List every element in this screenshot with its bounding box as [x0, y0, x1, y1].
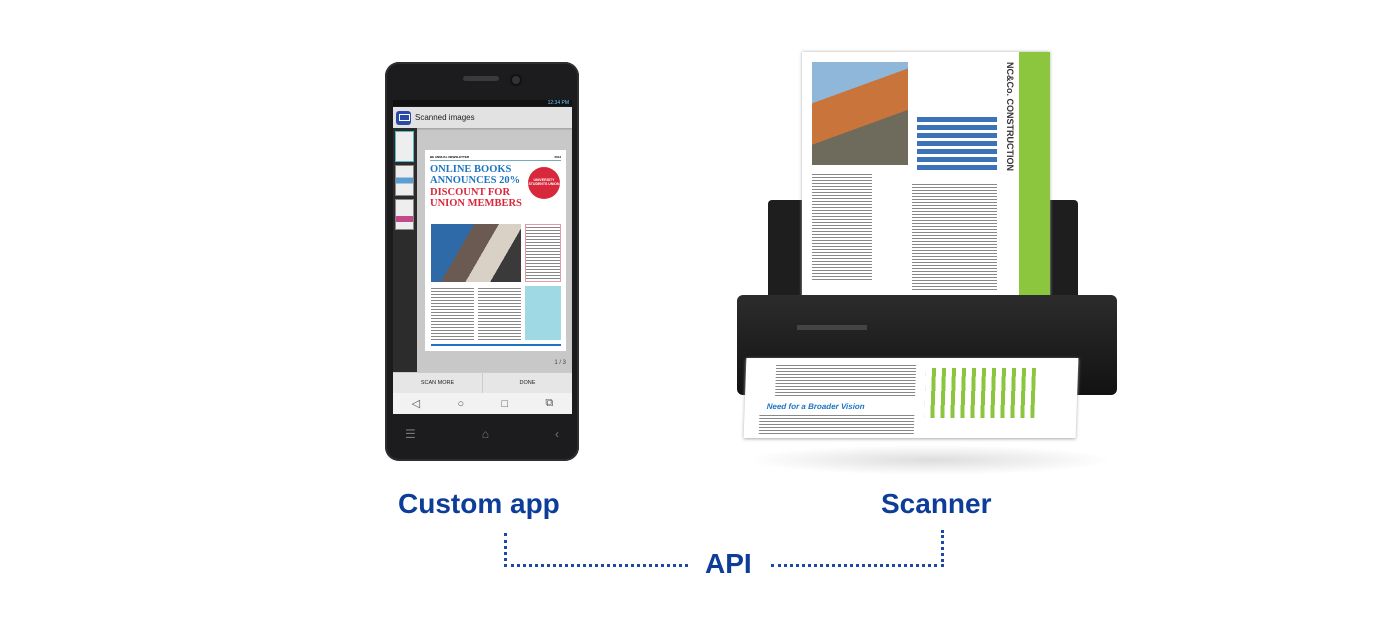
api-label: API: [705, 548, 752, 579]
text-column: [478, 286, 521, 340]
scanner-app-icon[interactable]: [396, 110, 411, 125]
paper-text: [812, 172, 872, 282]
sidebar-box: [525, 224, 561, 282]
custom-app-label: Custom app: [398, 488, 560, 519]
scan-more-button[interactable]: SCAN MORE: [420, 380, 455, 386]
paper-text: [912, 182, 997, 292]
page-indicator: 1 / 3: [554, 360, 566, 366]
headline-blue: ONLINE BOOKS ANNOUNCES 20%: [430, 164, 521, 186]
scanned-document-preview: BE ANNUAL NEWSLETTER 2013 ONLINE BOOKS AN…: [425, 150, 566, 351]
menu-icon[interactable]: ☰: [405, 427, 416, 441]
text-column: [431, 286, 474, 340]
screen-cast-icon[interactable]: ⧉: [545, 397, 554, 409]
action-bar: SCAN MORE DONE: [393, 372, 572, 393]
navigation-bar: ◁ ○ □ ⧉: [393, 393, 572, 414]
hardware-keys: ☰ ⌂ ‹: [405, 427, 559, 441]
app-title: Scanned images: [415, 113, 475, 122]
speaker-grille: [463, 76, 499, 81]
status-time: 12:34 PM: [547, 100, 569, 106]
seal-badge: UNIVERSITY STUDENTS UNION: [528, 167, 560, 199]
connector-left-vertical: [504, 533, 507, 567]
input-paper: NC&Co. CONSTRUCTION: [802, 52, 1050, 307]
output-heading: Need for a Broader Vision: [766, 402, 865, 411]
construction-photo: [812, 62, 908, 165]
thumbnail-page-2[interactable]: [395, 165, 414, 196]
thumbnail-strip: [393, 128, 417, 372]
back-icon[interactable]: ◁: [411, 398, 421, 410]
home-icon[interactable]: ⌂: [481, 427, 489, 441]
paper-brand: NC&Co. CONSTRUCTION: [1005, 62, 1015, 171]
done-button[interactable]: DONE: [482, 373, 572, 393]
phone-screen: 12:34 PM Scanned images BE ANNUAL NEWSLE…: [393, 100, 572, 414]
home-icon[interactable]: ○: [457, 397, 465, 410]
info-box: [525, 286, 561, 340]
control-panel: [797, 325, 867, 330]
output-bar-chart: [924, 368, 1037, 418]
output-paper: Need for a Broader Vision: [743, 358, 1079, 438]
newsletter-photo: [431, 224, 521, 282]
paper-text: [758, 413, 915, 435]
recents-icon[interactable]: □: [501, 397, 509, 410]
scanner-shadow: [745, 445, 1115, 475]
thumbnail-page-1[interactable]: [395, 131, 414, 162]
connector-left-horizontal: [504, 564, 688, 567]
newsletter-year: 2013: [554, 155, 561, 159]
footer-rule: [431, 344, 561, 346]
front-camera: [510, 74, 522, 86]
connector-right-vertical: [941, 530, 944, 567]
thumbnail-page-3[interactable]: [395, 199, 414, 230]
scanner-label: Scanner: [881, 488, 992, 519]
headline-red: DISCOUNT FOR UNION MEMBERS: [430, 187, 522, 209]
paper-bar-chart: [917, 117, 997, 172]
back-icon[interactable]: ‹: [554, 427, 559, 441]
smartphone: 12:34 PM Scanned images BE ANNUAL NEWSLE…: [385, 62, 579, 461]
newsletter-masthead: BE ANNUAL NEWSLETTER: [430, 155, 469, 159]
status-bar: 12:34 PM: [393, 100, 572, 107]
green-cover-band: [1002, 52, 1050, 307]
connector-right-horizontal: [771, 564, 944, 567]
paper-text: [775, 363, 917, 398]
app-bar: Scanned images: [393, 107, 572, 128]
